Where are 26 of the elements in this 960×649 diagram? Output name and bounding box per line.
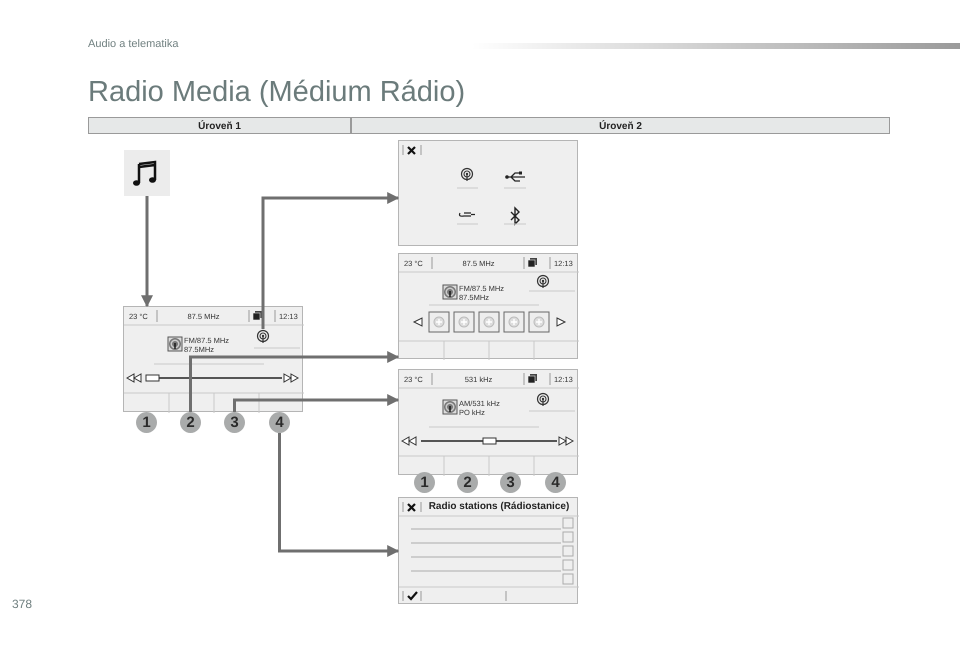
callout-number: 4 <box>545 472 566 493</box>
screen-panel <box>398 497 578 604</box>
arrow <box>262 192 400 329</box>
page-title: Radio Media (Médium Rádio) <box>88 76 466 109</box>
arrow <box>278 433 400 557</box>
antenna-icon <box>256 329 270 343</box>
callout-number: 2 <box>457 472 478 493</box>
table-header-cell: Úroveň 1 <box>88 117 351 134</box>
table-header-cell: Úroveň 2 <box>351 117 890 134</box>
arrow <box>189 351 400 412</box>
menu-tile <box>124 150 170 196</box>
callout-number: 3 <box>224 412 245 433</box>
screen-panel <box>398 253 578 359</box>
callout-number: 4 <box>269 412 290 433</box>
arrow <box>233 394 400 412</box>
screen-panel <box>398 369 578 475</box>
callout-number: 2 <box>180 412 201 433</box>
screen-panel <box>398 140 578 246</box>
screen-panel <box>123 306 303 412</box>
callout-number: 1 <box>136 412 157 433</box>
callout-number: 1 <box>414 472 435 493</box>
section-header: Audio a telematika <box>88 38 178 50</box>
page-number: 378 <box>12 597 32 611</box>
arrow <box>141 196 153 308</box>
screen-title: Radio stations (Rádiostanice) <box>428 501 570 513</box>
callout-number: 3 <box>500 472 521 493</box>
